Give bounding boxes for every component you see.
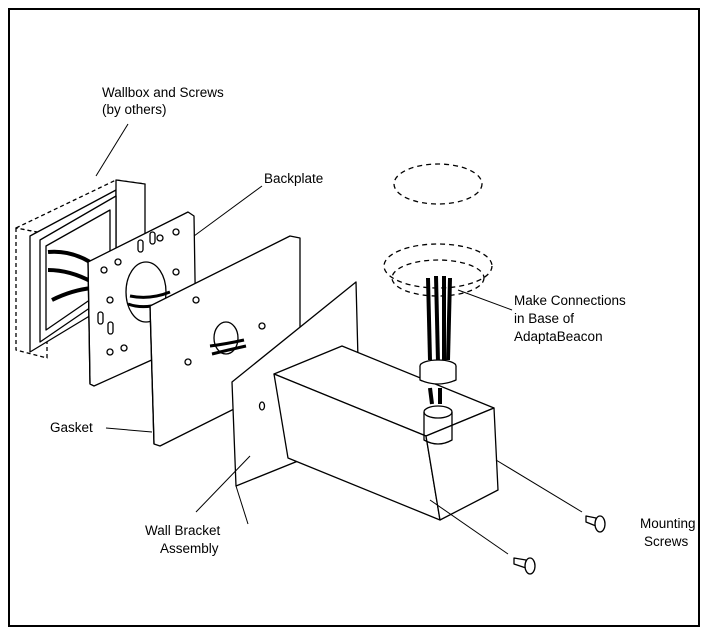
backplate-label: Backplate bbox=[264, 171, 323, 186]
connections-label-line2: in Base of bbox=[514, 311, 574, 326]
bracket-label-line2: Assembly bbox=[160, 541, 219, 556]
leader-lines bbox=[95, 123, 513, 525]
wallbox-label-line2: (by others) bbox=[102, 102, 167, 117]
mounting-screw-lower bbox=[513, 557, 536, 575]
wire-bundle bbox=[419, 275, 457, 405]
beacon-outline bbox=[383, 163, 493, 297]
wallbox-label-line1: Wallbox and Screws bbox=[102, 85, 224, 100]
connections-label-line1: Make Connections bbox=[514, 293, 626, 308]
mounting-screws-label-line1: Mounting bbox=[640, 516, 696, 531]
bracket-label-line1: Wall Bracket bbox=[145, 523, 221, 538]
screw-guide-line bbox=[429, 499, 509, 555]
screw-guide-line bbox=[495, 459, 583, 513]
connections-label-line3: AdaptaBeacon bbox=[514, 329, 603, 344]
mounting-screws-label-line2: Screws bbox=[644, 534, 689, 549]
mounting-screw-upper bbox=[585, 515, 606, 533]
wall-bracket-assembly bbox=[231, 281, 499, 521]
gasket-label: Gasket bbox=[50, 420, 93, 435]
